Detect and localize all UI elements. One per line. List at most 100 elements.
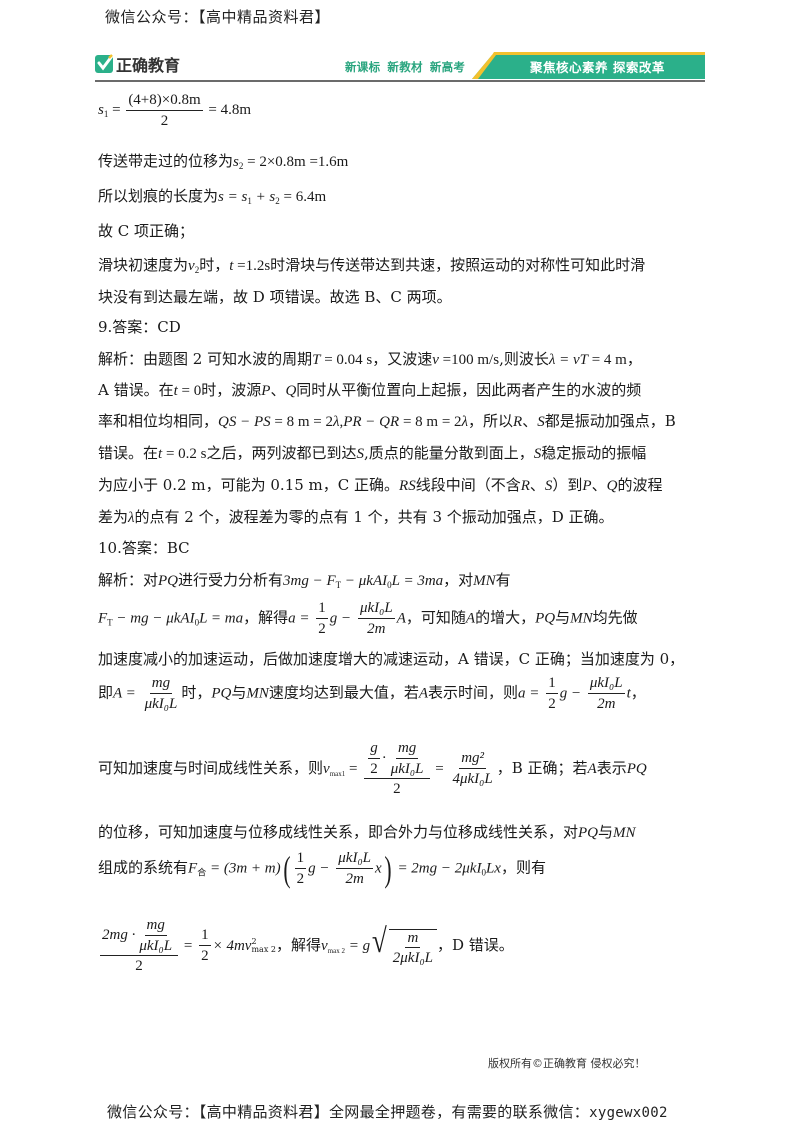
slogan-item: 新课标 <box>345 60 381 74</box>
math: R <box>513 414 523 430</box>
math: × 4mv <box>212 937 252 954</box>
math: =1.2s <box>233 258 271 274</box>
math: x <box>375 860 382 877</box>
math: T <box>107 617 113 628</box>
denominator: 2m <box>345 870 364 887</box>
math: F <box>98 610 108 627</box>
math: T <box>312 352 321 368</box>
numerator: mg² <box>459 750 487 769</box>
math: 1 <box>247 196 252 206</box>
brand-name: 正确教育 <box>116 56 181 75</box>
text-line: 加速度减小的加速运动，后做加速度增大的减速运动，A 错误，C 正确；当加速度为 … <box>98 650 685 668</box>
numerator: μkI₀L <box>336 850 374 869</box>
text: ，解得 <box>275 935 321 954</box>
denominator: 2 <box>318 620 326 637</box>
math: · <box>381 749 387 766</box>
numerator: μkI₀L <box>357 600 395 619</box>
numerator: g <box>368 740 380 759</box>
math: λ = vT <box>548 352 588 368</box>
text: ，解得 <box>243 608 289 627</box>
text-line: 块没有到达最左端，故 D 项错误。故选 B、C 两项。 <box>98 288 452 306</box>
math: ( <box>283 848 291 889</box>
text: ，对 <box>443 571 474 589</box>
text: 组成的系统有 <box>98 858 189 877</box>
math: MN <box>613 825 636 841</box>
math: R <box>520 478 530 494</box>
text: 都是振动加强点，B <box>544 412 676 430</box>
text: 解析：对 <box>98 571 159 589</box>
denominator: 2m <box>367 620 386 637</box>
text: 、 <box>522 412 538 430</box>
math: 1 <box>103 108 109 119</box>
math: v <box>320 937 328 954</box>
text-line: 解析：对PQ进行受力分析有3mg − FT − μkAI0L = 3ma，对MN… <box>98 573 511 590</box>
text: 率和相位均相同， <box>98 412 219 430</box>
math: = (3m + m) <box>206 860 281 877</box>
text: 滑块初速度为 <box>98 256 189 274</box>
text: 稳定振动的振幅 <box>541 444 647 462</box>
math: = 8 m = 2 <box>399 414 462 430</box>
text-line: 故 C 项正确； <box>98 222 195 240</box>
denominator: μkI₀L <box>390 760 424 777</box>
text: 、 <box>270 381 286 399</box>
text: 差为 <box>98 508 129 526</box>
math: MN <box>473 573 496 589</box>
text: 时，波源 <box>201 381 262 399</box>
text-line: 错误。在t = 0.2 s之后，两列波都已到达S,质点的能量分散到面上，S稳定振… <box>98 446 646 462</box>
text: 、 <box>591 476 607 494</box>
text: 即 <box>98 683 114 702</box>
text-line: 的位移，可知加速度与位移成线性关系，即合外力与位移成线性关系，对PQ与MN <box>98 825 636 841</box>
denominator: 2μkI₀L <box>392 950 434 967</box>
math: t <box>173 383 178 399</box>
text-line: 滑块初速度为v2时，t =1.2s时滑块与传送带达到共速，按照运动的对称性可知此… <box>98 258 645 275</box>
math: = <box>180 937 193 954</box>
text: 与 <box>598 823 614 841</box>
math: v <box>188 258 195 274</box>
text: 表示时间，则 <box>428 683 519 702</box>
math: s = s <box>218 189 248 205</box>
denominator: μkI₀L <box>144 695 178 712</box>
math: 3mg − F <box>283 573 336 589</box>
denominator: 2 <box>160 112 169 129</box>
math: PQ <box>578 825 599 841</box>
text-line: 传送带走过的位移为s2 = 2×0.8m =1.6m <box>98 154 348 171</box>
math: 合 <box>197 868 207 879</box>
text-line: 差为λ的点有 2 个，波程差为零的点有 1 个，共有 3 个振动加强点，D 正确… <box>98 510 614 526</box>
radical-sign: √ <box>371 922 387 960</box>
text: ,则波长 <box>499 350 549 368</box>
math: Q <box>285 383 297 399</box>
numerator: 1 <box>546 675 558 694</box>
math: P <box>582 478 592 494</box>
math: = g <box>344 937 371 954</box>
math: PR − QR <box>343 414 400 430</box>
math: = 4 m <box>587 352 627 368</box>
watermark-bottom: 微信公众号：【高中精品资料君】全网最全押题卷，有需要的联系微信：xygewx00… <box>107 1101 668 1122</box>
math: = 0.04 s <box>320 352 373 368</box>
math: t <box>158 446 163 462</box>
math: 0 <box>481 867 486 878</box>
math: + s <box>251 189 276 205</box>
math: L = ma <box>199 610 244 627</box>
text: 进行受力分析有 <box>178 571 284 589</box>
text: 为应小于 0.2 m，可能为 0.15 m，C 正确。 <box>98 476 400 494</box>
math: t <box>626 685 631 702</box>
answer-9: 9.答案：CD <box>98 318 181 336</box>
math: A = <box>113 685 136 702</box>
math: MN <box>246 685 269 702</box>
math: S <box>537 414 545 430</box>
numerator: 1 <box>294 850 307 869</box>
math: v <box>432 352 439 368</box>
math: 0 <box>387 580 392 590</box>
math: λ <box>332 414 340 430</box>
math: , <box>339 414 344 430</box>
numerator: mg <box>144 917 167 936</box>
